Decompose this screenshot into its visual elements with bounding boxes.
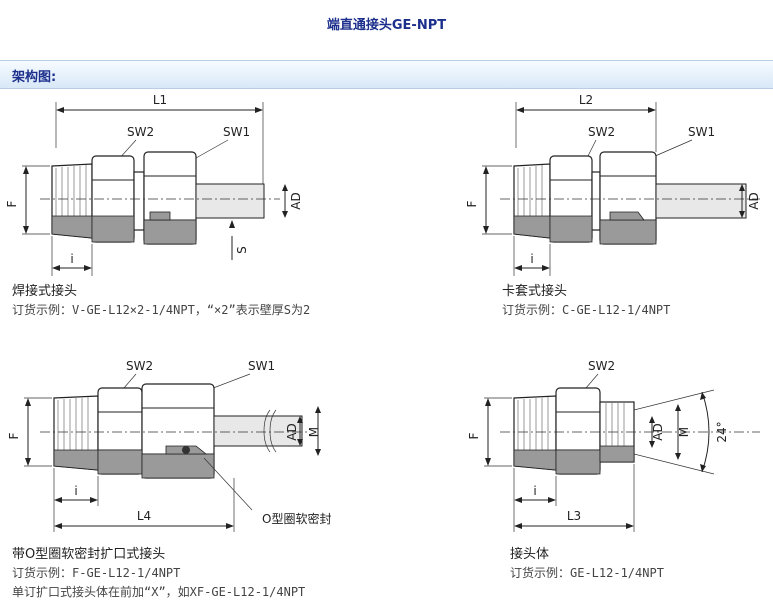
dimension-label-angle: 24° (715, 421, 729, 442)
drawing-welded-fitting: L1 SW2 SW1 F AD S i (5, 93, 303, 276)
label-sw1: SW1 (688, 125, 715, 139)
dimension-label-f: F (467, 432, 481, 439)
order-example-body-only: 单订扩口式接头体在前加“X”，如XF-GE-L12-1/4NPT (12, 585, 306, 599)
order-example: 订货示例：C-GE-L12-1/4NPT (502, 303, 671, 317)
label-sw2: SW2 (126, 359, 153, 373)
dimension-label-l2: L2 (579, 93, 593, 107)
order-example: 订货示例：GE-L12-1/4NPT (510, 566, 664, 580)
drawing-ferrule-fitting: L2 SW2 SW1 F AD i (465, 93, 761, 276)
label-oring-seal: O型圈软密封 (262, 511, 331, 526)
dimension-label-f: F (7, 432, 21, 439)
label-sw1: SW1 (223, 125, 250, 139)
label-sw2: SW2 (588, 359, 615, 373)
dimension-label-s: S (235, 246, 249, 254)
dimension-label-i: i (70, 252, 73, 266)
dimension-label-l3: L3 (567, 509, 581, 523)
dimension-label-ad: AD (285, 423, 299, 440)
section-label: 架构图: (12, 70, 57, 85)
dimension-label-i: i (533, 484, 536, 498)
caption-connector-body: 接头体 订货示例：GE-L12-1/4NPT (510, 545, 664, 583)
dimension-label-i: i (74, 484, 77, 498)
drawing-flared-oring-fitting: SW2 SW1 F AD M O型圈软密封 i L4 (7, 359, 331, 532)
section-header-bar: 架构图: (0, 60, 773, 89)
dimension-label-ad: AD (651, 423, 665, 440)
fitting-name: 接头体 (510, 547, 550, 562)
dimension-label-f: F (5, 200, 19, 207)
drawing-connector-body: SW2 24° AD M F i L3 (467, 359, 760, 532)
caption-flared-oring-fitting: 带O型圈软密封扩口式接头 订货示例：F-GE-L12-1/4NPT 单订扩口式接… (12, 545, 305, 602)
dimension-label-ad: AD (289, 192, 303, 209)
dimension-label-i: i (530, 252, 533, 266)
order-example: 订货示例：V-GE-L12×2-1/4NPT，“×2”表示壁厚S为2 (12, 303, 311, 317)
dimension-label-ad: AD (747, 192, 761, 209)
fitting-name: 带O型圈软密封扩口式接头 (12, 547, 166, 562)
dimension-label-l4: L4 (137, 509, 151, 523)
caption-ferrule-fitting: 卡套式接头 订货示例：C-GE-L12-1/4NPT (502, 282, 670, 320)
caption-welded-fitting: 焊接式接头 订货示例：V-GE-L12×2-1/4NPT，“×2”表示壁厚S为2 (12, 282, 310, 320)
label-sw2: SW2 (588, 125, 615, 139)
dimension-label-m: M (677, 427, 691, 437)
order-example: 订货示例：F-GE-L12-1/4NPT (12, 566, 181, 580)
label-sw2: SW2 (127, 125, 154, 139)
dimension-label-m: M (307, 427, 321, 437)
fitting-name: 焊接式接头 (12, 284, 78, 299)
label-sw1: SW1 (248, 359, 275, 373)
page-title: 端直通接头GE-NPT (326, 18, 447, 33)
fitting-name: 卡套式接头 (502, 284, 568, 299)
dimension-label-f: F (465, 200, 479, 207)
dimension-label-l1: L1 (153, 93, 167, 107)
